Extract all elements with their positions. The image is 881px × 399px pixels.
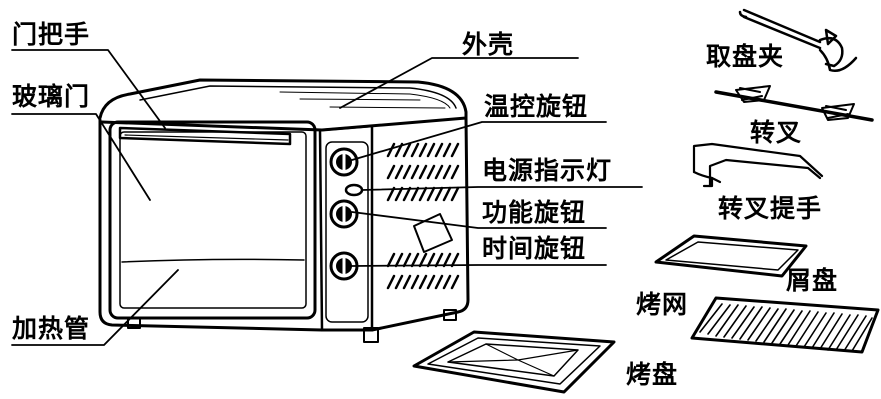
baking-tray-part: [412, 330, 616, 394]
leader-temp-knob: [351, 121, 607, 161]
label-glass-door: 玻璃门: [12, 82, 91, 111]
door-handle: [118, 126, 292, 146]
label-power-light: 电源指示灯: [482, 156, 613, 185]
label-timer-knob: 时间旋钮: [482, 234, 587, 263]
label-function-knob: 功能旋钮: [482, 198, 587, 227]
leader-outer-shell: [339, 57, 579, 109]
leader-door-handle: [11, 49, 166, 129]
function-knob: [329, 199, 359, 229]
label-temp-knob: 温控旋钮: [484, 92, 589, 121]
label-grill-rack: 烤网: [636, 290, 689, 319]
oven-foot: [127, 317, 141, 329]
oven-side: [370, 116, 470, 332]
label-tray-clamp: 取盘夹: [706, 42, 785, 71]
control-panel: [318, 124, 374, 332]
label-rotisserie-fork: 转叉: [750, 118, 803, 147]
label-outer-shell: 外壳: [462, 30, 515, 59]
oven-foot: [443, 309, 457, 321]
leader-lines: [11, 49, 643, 346]
leader-power-light: [361, 186, 643, 191]
label-heating-tube: 加热管: [12, 314, 91, 343]
crumb-tray-part: [654, 234, 808, 278]
oven-front: [98, 118, 374, 332]
power-indicator-light: [344, 183, 364, 197]
grill-rack-part: [690, 296, 880, 354]
fork-handle-part: [692, 142, 824, 188]
label-baking-tray: 烤盘: [626, 360, 679, 389]
label-fork-handle: 转叉提手: [718, 194, 823, 223]
leader-heating-tube: [11, 269, 179, 346]
leader-timer-knob: [351, 264, 607, 267]
side-plate: [413, 213, 453, 253]
leader-glass-door: [11, 113, 151, 201]
side-vents: [386, 142, 460, 290]
glass-door: [108, 120, 317, 320]
tray-clamp-part: [738, 8, 858, 72]
oven: [98, 78, 470, 343]
oven-foot: [363, 327, 379, 343]
label-door-handle: 门把手: [12, 20, 91, 49]
label-crumb-tray: 屑盘: [786, 266, 839, 295]
oven-top: [98, 78, 468, 122]
leader-function-knob: [351, 211, 607, 229]
rotisserie-fork-part: [714, 85, 874, 122]
temperature-knob: [329, 147, 359, 177]
